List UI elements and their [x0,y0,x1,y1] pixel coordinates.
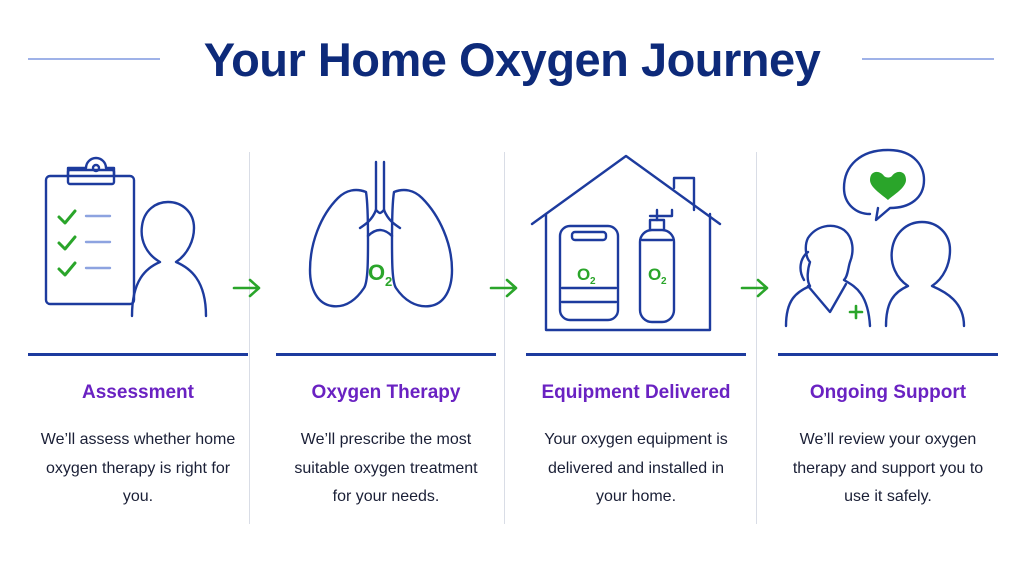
step-rule [276,353,496,356]
step-description: We’ll review your oxygen therapy and sup… [792,431,984,505]
step-description: We’ll prescribe the most suitable oxygen… [294,431,478,505]
step-title: Assessment [82,382,194,403]
column-divider [249,152,250,524]
nurse-patient-heart-icon [784,148,966,328]
title-rule-right [862,58,994,60]
step-rule [526,353,746,356]
step-title: Equipment Delivered [541,382,731,403]
svg-text:2: 2 [661,276,667,287]
step-description: We’ll assess whether home oxygen therapy… [40,431,236,505]
lungs-icon: O 2 [308,160,454,308]
clipboard-person-icon [44,156,208,318]
svg-text:2: 2 [385,274,392,289]
step-rule [28,353,248,356]
arrow-right-icon [489,278,518,298]
column-divider [756,152,757,524]
step-description: Your oxygen equipment is delivered and i… [544,431,728,505]
page-title: Your Home Oxygen Journey [203,33,821,86]
title-rule-left [28,58,160,60]
step-title: Ongoing Support [809,382,967,403]
svg-text:O: O [648,265,661,284]
svg-text:O: O [368,260,385,285]
header: Your Home Oxygen Journey [0,28,1024,92]
svg-text:O: O [577,265,590,284]
svg-text:2: 2 [590,276,596,287]
step-title: Oxygen Therapy [311,382,461,403]
arrow-right-icon [232,278,261,298]
column-divider [504,152,505,524]
arrow-right-icon [740,278,769,298]
step-rule [778,353,998,356]
house-oxygen-equipment-icon: O 2 O 2 [530,154,722,332]
